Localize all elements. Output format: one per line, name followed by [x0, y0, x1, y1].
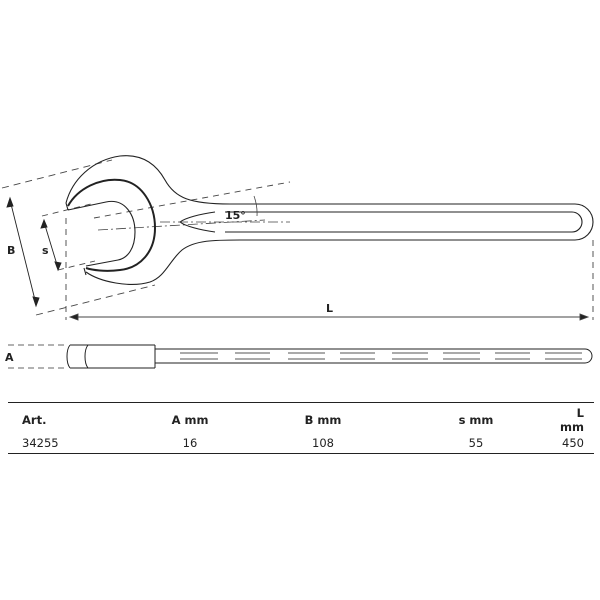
side-view: [8, 344, 593, 369]
dimension-l-arrow: [68, 313, 590, 321]
header-a: A mm: [171, 413, 209, 427]
dimension-s-arrow: [40, 218, 62, 272]
wrench-head: [65, 155, 560, 285]
label-angle: 15°: [225, 209, 246, 222]
dimension-b-arrow: [6, 196, 40, 308]
cell-s: 55: [468, 436, 484, 450]
cell-b: 108: [312, 436, 334, 450]
label-s: s: [42, 244, 49, 257]
label-b: B: [7, 244, 15, 257]
header-s: s mm: [458, 413, 494, 427]
angle-arc: [253, 195, 258, 217]
cell-a: 16: [182, 436, 198, 450]
header-art: Art.: [22, 413, 47, 427]
spec-table-header: Art. A mm B mm s mm L mm: [8, 402, 594, 436]
header-b: B mm: [304, 413, 342, 427]
cell-art: 34255: [22, 436, 59, 450]
table-row: 34255 16 108 55 450: [8, 435, 594, 454]
dimension-b-lines: [1, 159, 156, 316]
label-l: L: [326, 302, 333, 315]
label-a: A: [5, 351, 14, 364]
spec-table: Art. A mm B mm s mm L mm 34255 16 108 55…: [8, 402, 594, 454]
header-l: L mm: [560, 406, 584, 434]
cell-l: 450: [562, 436, 584, 450]
wrench-drawing: B s 15°: [1, 155, 594, 369]
